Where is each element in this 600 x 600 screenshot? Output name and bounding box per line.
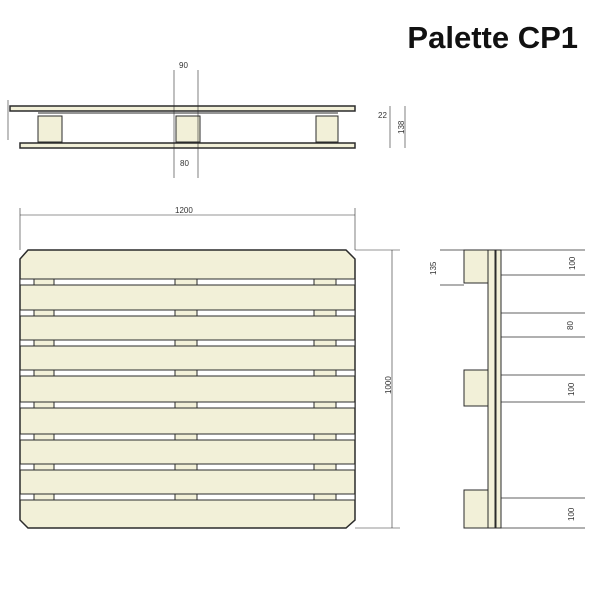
block	[33, 278, 55, 286]
block	[313, 339, 337, 347]
dim-side-block: 135	[429, 261, 438, 275]
dim-side-gap3: 100	[567, 382, 576, 396]
block	[174, 463, 198, 471]
drawing-title: Palette CP1	[407, 20, 578, 55]
block	[33, 369, 55, 377]
block	[313, 278, 337, 286]
dim-deck: 22	[378, 111, 387, 120]
block	[33, 433, 55, 441]
block	[313, 369, 337, 377]
block	[174, 278, 198, 286]
block	[313, 433, 337, 441]
dim-block-top: 90	[179, 61, 188, 70]
block	[313, 401, 337, 409]
block	[174, 309, 198, 317]
block	[33, 463, 55, 471]
dim-height: 138	[397, 120, 406, 134]
block	[174, 493, 198, 501]
block	[174, 433, 198, 441]
dim-side-gap4: 100	[567, 507, 576, 521]
block	[313, 309, 337, 317]
block	[313, 463, 337, 471]
block	[313, 493, 337, 501]
front-view	[7, 70, 406, 178]
block	[33, 309, 55, 317]
block	[174, 369, 198, 377]
side-view	[440, 249, 585, 529]
block	[33, 493, 55, 501]
dim-block-bottom: 80	[180, 159, 189, 168]
dim-length: 1200	[175, 206, 193, 215]
dim-side-gap2: 80	[566, 321, 575, 330]
block	[33, 339, 55, 347]
plan-view	[19, 208, 400, 529]
dim-side-gap1: 100	[568, 256, 577, 270]
block	[174, 339, 198, 347]
block	[33, 401, 55, 409]
block	[174, 401, 198, 409]
dim-width: 1000	[384, 376, 393, 394]
